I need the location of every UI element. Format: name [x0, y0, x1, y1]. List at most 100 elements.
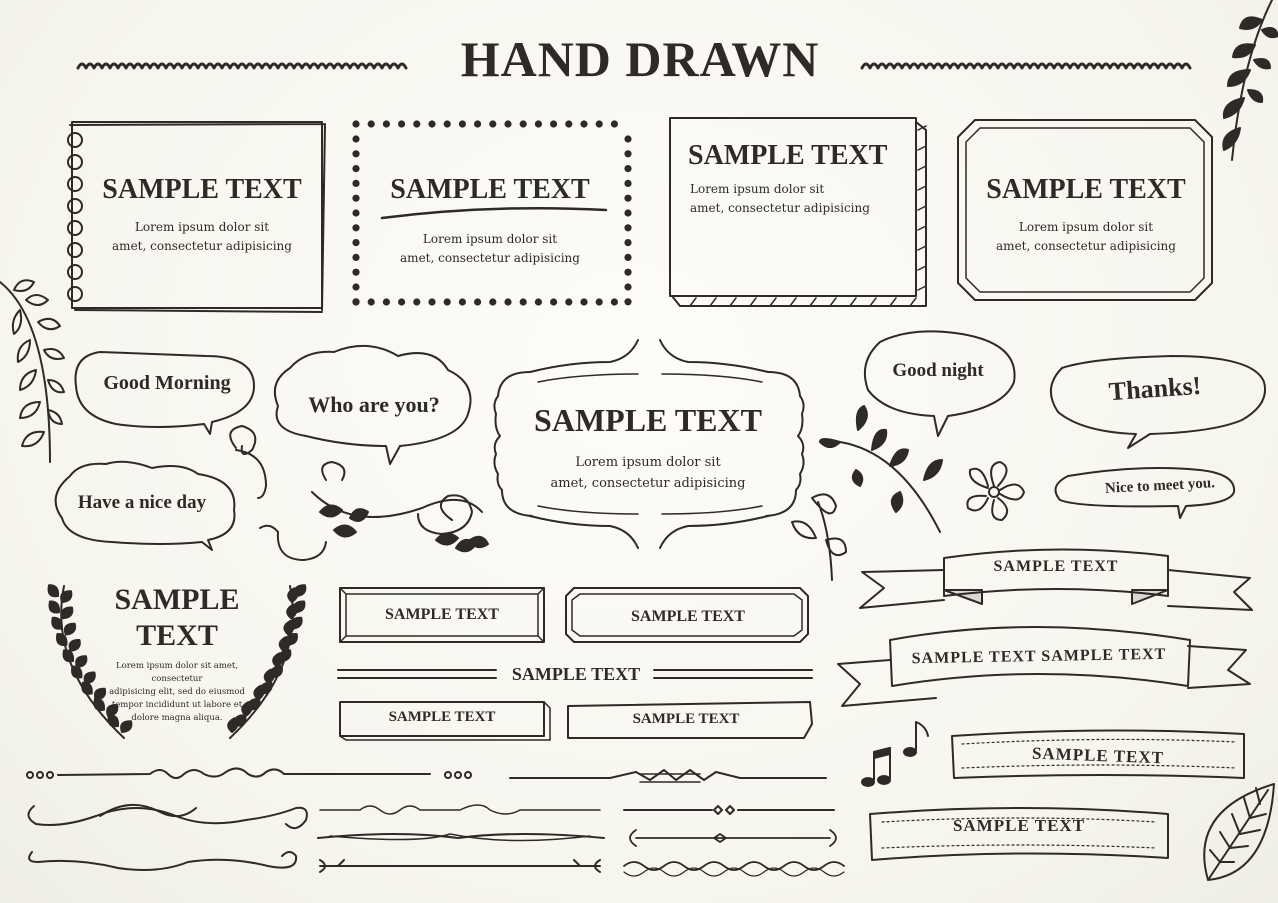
leaf-icon-bottom-right: [1203, 783, 1275, 881]
frame-dot: [624, 283, 632, 291]
frame-dot: [413, 120, 421, 128]
frame-dot: [534, 120, 543, 128]
body-line: amet, consectetur adipisicing: [996, 239, 1176, 253]
frame-dot: [504, 298, 512, 306]
frame-dot: [367, 298, 375, 306]
frame-dot: [624, 165, 632, 173]
frame-dot: [458, 298, 466, 306]
label-curl-box: SAMPLE TEXT: [632, 711, 740, 727]
wreath-leaf: [263, 668, 275, 685]
label-shadow-box: SAMPLE TEXT: [388, 709, 496, 725]
wreath-leaf: [283, 619, 295, 636]
wreath-leaf: [287, 587, 299, 603]
wreath-leaf: [253, 684, 265, 701]
frame-dot: [458, 120, 466, 128]
wreath-leaf: [81, 681, 93, 695]
ornate-frame-body: Lorem ipsum dolor sit amet, consectetur …: [520, 452, 776, 494]
dotted-frame-body: Lorem ipsum dolor sit amet, consectetur …: [370, 230, 610, 268]
frame-dot: [352, 224, 360, 232]
body-line: Lorem ipsum dolor sit: [134, 220, 270, 234]
frame-dot: [443, 298, 451, 306]
ornate-frame-title: SAMPLE TEXT: [534, 402, 762, 438]
leaf-sprig-icon: [791, 493, 847, 581]
leaf-branch-icon: [819, 405, 943, 533]
shadow-frame-body: Lorem ipsum dolor sit amet, consectetur …: [690, 180, 910, 218]
frame-dot: [489, 120, 497, 128]
frame-dot: [398, 298, 406, 306]
bubble-good-night: Good night: [892, 360, 984, 381]
frame-dot: [428, 298, 436, 306]
frame-dot: [428, 120, 436, 128]
shadow-frame-title: SAMPLE TEXT: [688, 140, 888, 171]
frame-dot: [565, 120, 573, 128]
notched-frame: [957, 119, 1213, 301]
frame-dot: [352, 150, 360, 158]
ribbon-1-text: SAMPLE TEXT: [993, 558, 1119, 575]
dotted-frame: [352, 120, 632, 306]
wreath-title: SAMPLE TEXT: [92, 582, 262, 654]
frame-dot: [367, 120, 375, 128]
frame-dot: [595, 120, 603, 128]
frame-dot: [489, 298, 497, 306]
frame-dot: [550, 120, 558, 128]
body-line: Lorem ipsum dolor sit: [575, 455, 721, 470]
notebook-frame-body: Lorem ipsum dolor sit amet, consectetur …: [90, 218, 314, 256]
wreath-leaf: [75, 655, 88, 668]
body-line: amet, consectetur adipisicing: [112, 239, 292, 253]
wreath-leaf: [227, 717, 239, 733]
wreath-leaf: [51, 616, 63, 630]
frame-dot: [624, 209, 632, 217]
frame-dot: [398, 120, 406, 128]
vine-icon-top-right: [1222, 0, 1278, 161]
frame-dot: [474, 298, 482, 306]
wreath-title-line: SAMPLE: [114, 583, 240, 616]
frame-dot: [519, 298, 527, 306]
frame-dot: [610, 298, 619, 306]
wreath-leaf: [47, 584, 60, 598]
dotted-frame-title: SAMPLE TEXT: [390, 174, 590, 205]
header-wave-left: [76, 62, 408, 70]
wreath-body-line: Lorem ipsum dolor sit amet, consectetur: [115, 661, 238, 684]
notched-frame-body: Lorem ipsum dolor sit amet, consectetur …: [970, 218, 1202, 256]
wreath-leaf: [106, 704, 119, 717]
wreath-leaf: [120, 720, 133, 733]
wreath-title-line: TEXT: [136, 619, 218, 652]
ribbon-4-text: SAMPLE TEXT: [952, 816, 1086, 835]
frame-dot: [624, 253, 632, 261]
wreath-leaf: [68, 639, 81, 652]
body-line: Lorem ipsum dolor sit: [1018, 220, 1154, 234]
notebook-frame: [67, 121, 326, 313]
music-notes-icon: [861, 721, 929, 787]
page-title: HAND DRAWN: [460, 31, 820, 87]
bubble-have-a-nice-day: Have a nice day: [77, 492, 207, 513]
label-bracket-box: SAMPLE TEXT: [631, 608, 745, 625]
frame-dot: [352, 120, 360, 128]
frame-dot: [519, 120, 527, 128]
frame-dot: [352, 239, 360, 247]
frame-dot: [382, 120, 390, 128]
wreath-leaf: [272, 652, 284, 668]
wreath-leaf: [278, 635, 290, 652]
wreath-leaf: [60, 590, 73, 603]
laurel-wreath-icon: [47, 584, 307, 739]
bubble-good-morning: Good Morning: [103, 372, 231, 394]
vine-icon-left: [0, 279, 65, 463]
wreath-leaf: [62, 649, 75, 663]
wreath-leaf: [107, 714, 120, 728]
ribbon-banners: [837, 548, 1253, 861]
divider-ornaments: [26, 767, 845, 877]
frame-dot: [352, 283, 360, 291]
shadow-frame: [669, 117, 927, 307]
wreath-leaf: [56, 633, 68, 646]
frame-dot: [624, 239, 632, 247]
ornate-frame: [493, 339, 805, 549]
underline-stroke: [380, 206, 608, 220]
wreath-leaf: [48, 600, 61, 614]
frame-dot: [352, 135, 360, 143]
header-wave-right: [860, 62, 1192, 70]
frame-dot: [413, 298, 421, 306]
frame-dot: [610, 120, 619, 128]
bubble-shapes: [54, 330, 1266, 551]
spiral-rings: [67, 132, 83, 302]
